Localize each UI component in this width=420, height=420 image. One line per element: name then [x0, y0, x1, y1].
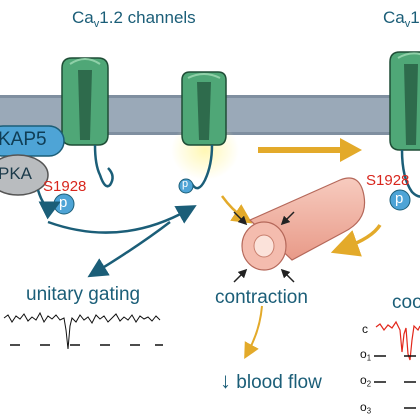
squeeze-arrow: [280, 268, 295, 283]
coop-label: coo: [392, 292, 420, 313]
blood-vessel: [241, 177, 366, 271]
trace-level-o3: o3: [360, 400, 372, 416]
site-label-right: S1928: [366, 172, 410, 189]
phospho-small: [178, 178, 194, 194]
phospho-left-label: p: [59, 194, 68, 211]
phospho-right-label: p: [395, 190, 404, 207]
channel-to-gating-arrow: [87, 221, 171, 278]
phospho-right: [389, 189, 411, 211]
channel-to-vessel-arrow: [220, 195, 253, 224]
contraction-label: contraction: [215, 287, 308, 308]
pka-to-site-arrow: [36, 189, 61, 220]
cav-channel-right: [389, 51, 420, 198]
squeeze-arrow: [233, 211, 248, 226]
unitary-gating-label: unitary gating: [26, 284, 141, 305]
activation-arrow: [258, 138, 362, 162]
down-arrow-icon: ↓: [220, 368, 231, 393]
site-label-left: S1928: [43, 178, 87, 195]
phospho-small-label: p: [182, 178, 189, 190]
squeeze-arrow: [280, 211, 295, 226]
cav-channel-middle: [181, 71, 227, 190]
squeeze-arrow: [233, 268, 248, 283]
akap5-label: KAP5: [0, 129, 47, 150]
trace-level-o2: o2: [360, 373, 372, 389]
channels-right-title: Cav1: [383, 8, 420, 30]
pka-oval: [0, 154, 49, 196]
channels-left-title: Cav1.2 channels: [72, 8, 196, 30]
contraction-to-flow-arrow: [244, 305, 263, 360]
coop-level-lines: [374, 355, 416, 409]
unitary-gating-trace: [3, 311, 161, 350]
right-to-vessel-arrow: [330, 224, 382, 257]
coop-gating-trace: [375, 320, 420, 361]
pka-label: PKA: [0, 164, 33, 183]
pka-to-channel-arrow: [47, 205, 197, 234]
cav-channel-left: [61, 57, 114, 188]
trace-level-c: c: [362, 322, 368, 336]
blood-flow-label: ↓ blood flow: [220, 368, 322, 393]
trace-level-o1: o1: [360, 347, 372, 363]
